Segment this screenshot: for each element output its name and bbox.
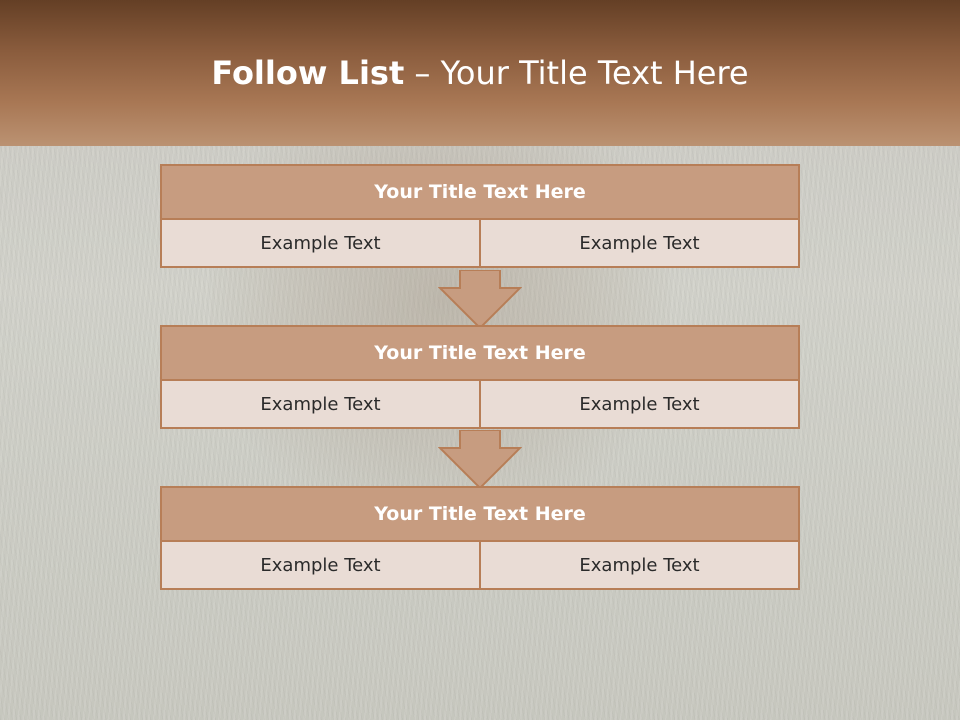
block-cell-left: Example Text [160, 218, 481, 268]
list-block-3: Your Title Text Here Example Text Exampl… [160, 486, 800, 590]
block-cell-right: Example Text [479, 218, 800, 268]
slide-title-rest: – Your Title Text Here [404, 54, 749, 92]
list-block-1: Your Title Text Here Example Text Exampl… [160, 164, 800, 268]
block-cell-right: Example Text [479, 540, 800, 590]
block-title: Your Title Text Here [160, 325, 800, 381]
list-block-2: Your Title Text Here Example Text Exampl… [160, 325, 800, 429]
block-cell-right: Example Text [479, 379, 800, 429]
block-title: Your Title Text Here [160, 486, 800, 542]
down-arrow-icon [438, 270, 522, 330]
slide-title-bold: Follow List [211, 54, 405, 92]
down-arrow-icon [438, 430, 522, 490]
block-cell-left: Example Text [160, 540, 481, 590]
block-cell-left: Example Text [160, 379, 481, 429]
block-row: Example Text Example Text [160, 540, 800, 590]
header-banner: Follow List – Your Title Text Here [0, 0, 960, 146]
slide-title: Follow List – Your Title Text Here [0, 54, 960, 92]
block-row: Example Text Example Text [160, 218, 800, 268]
block-title: Your Title Text Here [160, 164, 800, 220]
block-row: Example Text Example Text [160, 379, 800, 429]
